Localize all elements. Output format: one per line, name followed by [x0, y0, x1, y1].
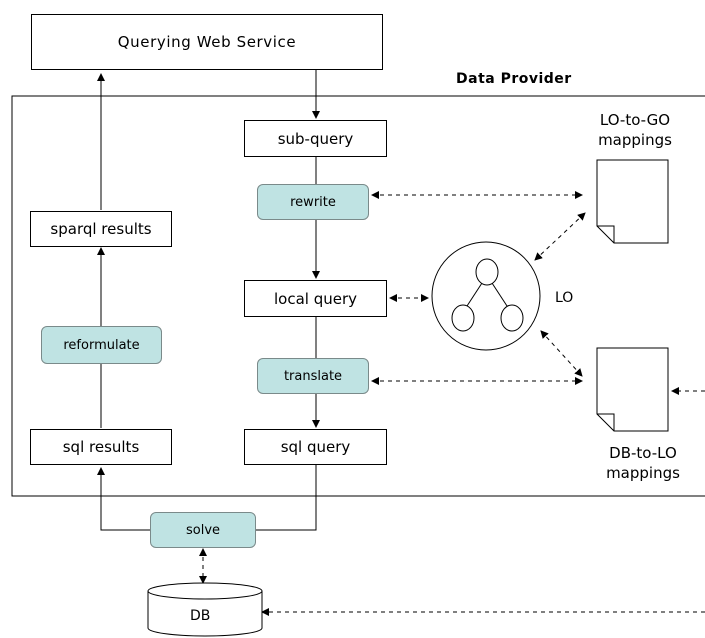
sql-query-label: sql query — [280, 438, 351, 456]
translate-label: translate — [283, 368, 343, 384]
data-provider-title: Data Provider — [456, 71, 572, 87]
db-label: DB — [190, 608, 211, 624]
sql-results-label: sql results — [62, 438, 140, 456]
lo-to-go-document-icon — [596, 159, 669, 244]
db-to-lo-mappings-label: DB-to-LO mappings — [588, 443, 698, 483]
sub-query-label: sub-query — [277, 129, 354, 148]
solve-label: solve — [185, 522, 221, 538]
querying-web-service-box: Querying Web Service — [31, 14, 383, 70]
sparql-results-label: sparql results — [50, 220, 152, 238]
local-query-box: local query — [244, 280, 387, 317]
lo-ontology-icon — [431, 241, 541, 351]
db-to-lo-line1: DB-to-LO — [609, 444, 677, 462]
data-provider-frame — [11, 95, 705, 497]
lo-to-go-line1: LO-to-GO — [599, 111, 671, 129]
reformulate-process: reformulate — [41, 326, 162, 364]
sql-query-box: sql query — [244, 429, 387, 465]
sub-query-box: sub-query — [244, 120, 387, 157]
lo-label: LO — [555, 290, 574, 306]
db-to-lo-document-icon — [596, 347, 669, 432]
db-to-lo-line2: mappings — [606, 464, 680, 482]
lo-to-go-line2: mappings — [598, 131, 672, 149]
reformulate-label: reformulate — [63, 337, 140, 353]
solve-process: solve — [150, 512, 256, 548]
sql-results-box: sql results — [30, 429, 172, 465]
rewrite-process: rewrite — [257, 184, 369, 220]
lo-to-go-mappings-label: LO-to-GO mappings — [579, 110, 691, 150]
sqlquery-to-solve-line — [256, 464, 317, 531]
lo-dbtolo-dashed-arrow — [540, 330, 583, 377]
db-cylinder-icon — [147, 582, 263, 637]
local-query-label: local query — [273, 289, 358, 308]
sparql-results-box: sparql results — [30, 211, 172, 247]
lo-lotogo-dashed-arrow — [534, 212, 586, 261]
translate-process: translate — [257, 358, 369, 394]
rewrite-label: rewrite — [290, 194, 336, 210]
solve-to-sqlresults-arrow — [97, 467, 150, 531]
querying-web-service-label: Querying Web Service — [117, 33, 297, 51]
